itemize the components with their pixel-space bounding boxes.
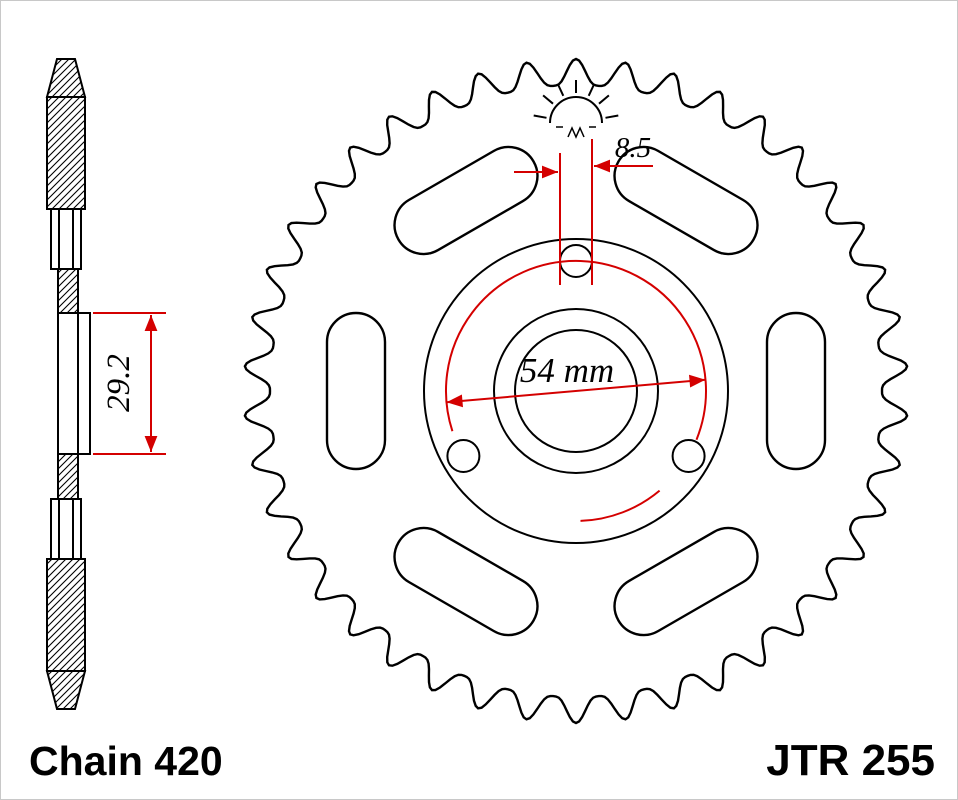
hub-upper bbox=[57, 268, 79, 314]
dimension-bolt-circle: 54 mm bbox=[446, 351, 706, 408]
lightening-slot bbox=[613, 526, 759, 637]
lightening-slot bbox=[613, 145, 759, 256]
jt-sun-stamp-icon bbox=[533, 80, 619, 139]
hub-circle bbox=[423, 238, 729, 544]
dim-line-54 bbox=[446, 374, 706, 408]
front-view: 54 mm 8.5 bbox=[243, 57, 909, 725]
tooth-band-top bbox=[46, 96, 86, 210]
chain-seat-top bbox=[50, 208, 82, 270]
chain-spec-label: Chain 420 bbox=[29, 738, 223, 784]
chain-seat-bottom bbox=[50, 498, 82, 560]
lightening-slot bbox=[393, 526, 539, 637]
tooth-tip-top bbox=[45, 58, 87, 98]
dim-label-85: 8.5 bbox=[615, 132, 651, 164]
lightening-slot bbox=[765, 311, 827, 471]
hub-web bbox=[57, 312, 91, 455]
tooth-band-bottom bbox=[46, 558, 86, 672]
dim-label-54: 54 mm bbox=[520, 351, 614, 390]
bolt-circle-arc bbox=[445, 259, 707, 441]
dimension-hub-width: 29.2 bbox=[93, 312, 166, 455]
bolt-hole-left bbox=[446, 439, 481, 473]
bolt-circle-arc-bottom bbox=[580, 489, 661, 522]
slot-group bbox=[325, 145, 827, 637]
dim-label-292: 29.2 bbox=[101, 354, 137, 412]
lightening-slot bbox=[393, 145, 539, 256]
hub-lower bbox=[57, 453, 79, 500]
part-number-label: JTR 255 bbox=[766, 736, 935, 785]
lightening-slot bbox=[325, 311, 387, 471]
bolt-hole-right bbox=[671, 439, 706, 473]
side-view: 29.2 bbox=[45, 58, 166, 710]
dimension-hole: 8.5 bbox=[514, 132, 653, 285]
tooth-tip-bottom bbox=[45, 670, 87, 710]
